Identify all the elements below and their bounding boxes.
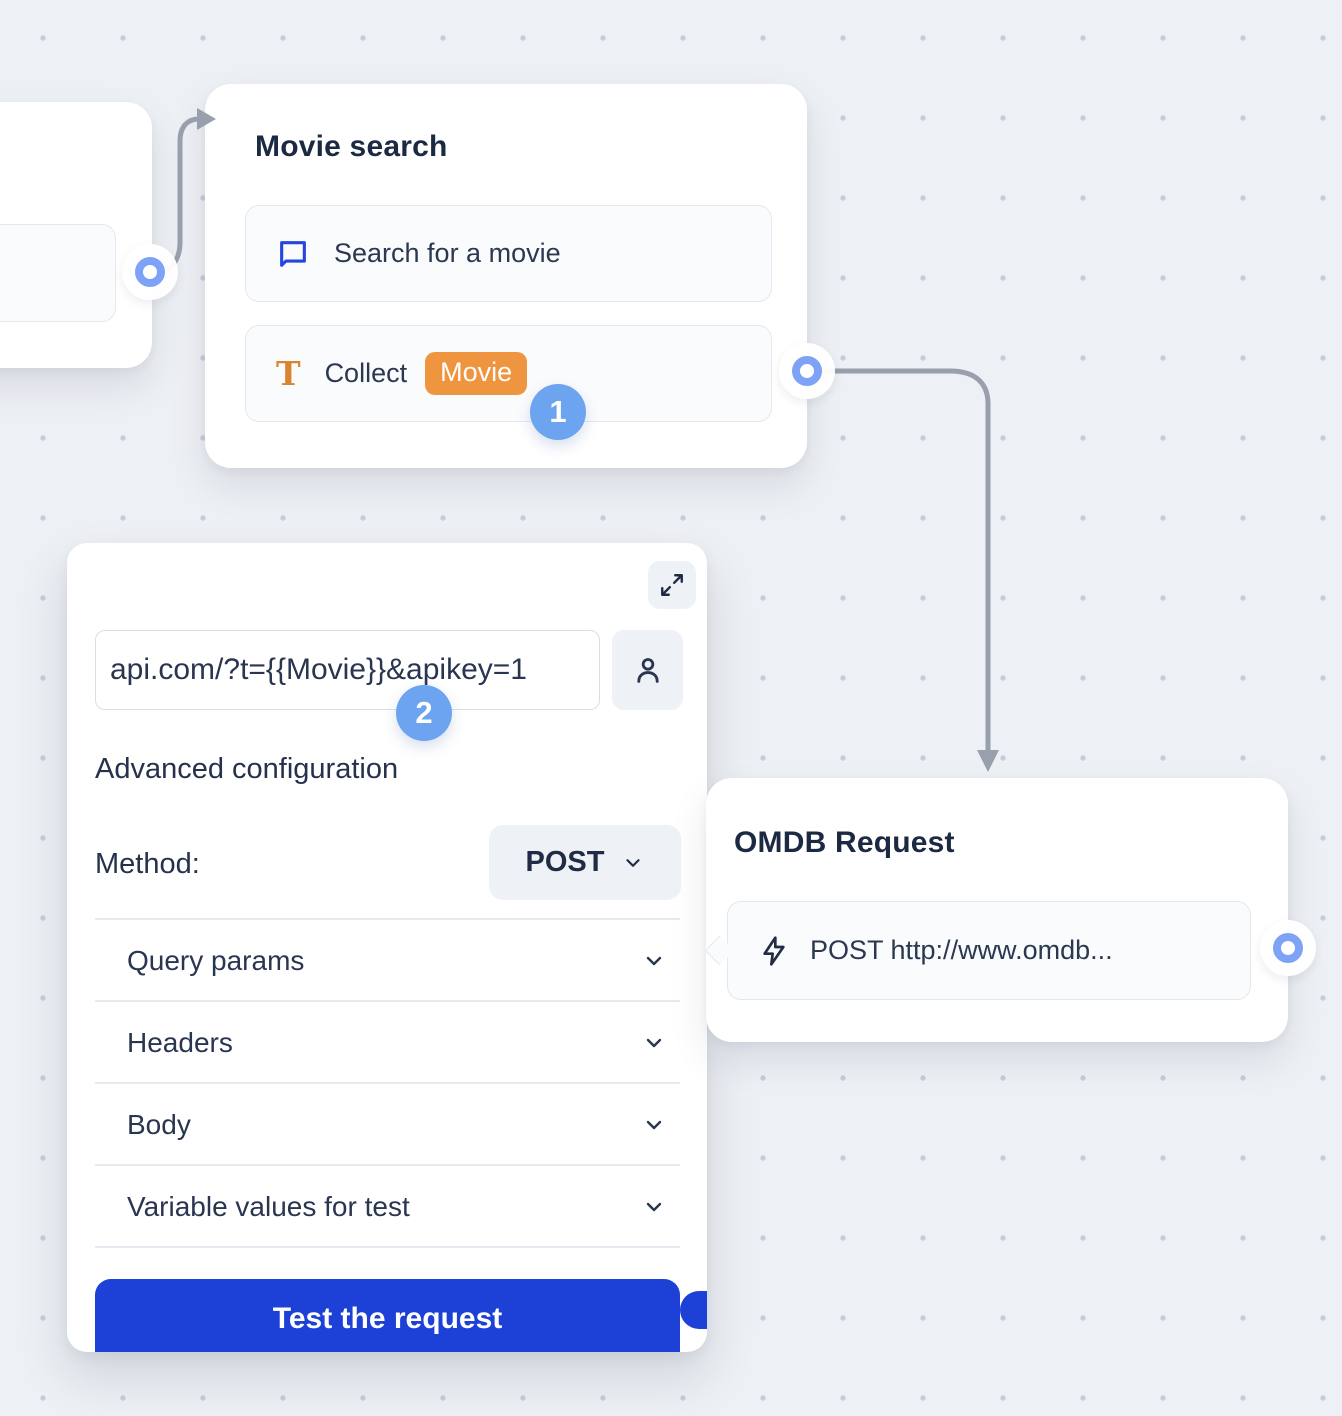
omdb-request-node[interactable]: OMDB Request POST http://www.omdb... xyxy=(706,778,1288,1042)
body-section[interactable]: Body xyxy=(95,1096,680,1154)
collect-label: Collect xyxy=(324,358,408,388)
section-divider xyxy=(95,918,680,920)
text-input-icon: T xyxy=(276,354,301,393)
method-dropdown[interactable]: POST xyxy=(489,825,681,900)
person-icon xyxy=(631,653,665,687)
omdb-post-label: POST http://www.omdb... xyxy=(810,935,1113,965)
omdb-post-item[interactable]: POST http://www.omdb... xyxy=(727,901,1251,1000)
search-for-movie-label: Search for a movie xyxy=(334,238,561,268)
url-input-value: api.com/?t={{Movie}}&apikey=1 xyxy=(110,653,527,686)
advanced-configuration-label: Advanced configuration xyxy=(95,753,399,785)
partial-node-output-port[interactable] xyxy=(122,244,178,300)
chevron-down-icon xyxy=(642,1113,666,1137)
webhook-config-panel[interactable]: api.com/?t={{Movie}}&apikey=1 Advanced c… xyxy=(67,543,707,1352)
omdb-output-port[interactable] xyxy=(1260,920,1316,976)
movie-variable-tag[interactable]: Movie xyxy=(425,352,528,395)
headers-label: Headers xyxy=(127,1027,233,1058)
movie-search-output-port[interactable] xyxy=(779,343,835,399)
movie-search-node[interactable]: Movie search Search for a movie T Collec… xyxy=(205,84,807,468)
method-value: POST xyxy=(525,846,605,878)
partial-node[interactable] xyxy=(0,102,152,368)
headers-section[interactable]: Headers xyxy=(95,1014,680,1072)
expand-panel-button[interactable] xyxy=(648,561,696,609)
test-request-button[interactable]: Test the request xyxy=(95,1279,680,1352)
variable-values-section[interactable]: Variable values for test xyxy=(95,1178,680,1236)
tutorial-badge-1: 1 xyxy=(530,384,586,440)
section-divider xyxy=(95,1246,680,1248)
query-params-section[interactable]: Query params xyxy=(95,932,680,990)
omdb-request-title: OMDB Request xyxy=(734,826,955,859)
variable-values-label: Variable values for test xyxy=(127,1191,410,1222)
chat-bubble-icon xyxy=(276,237,310,271)
section-divider xyxy=(95,1082,680,1084)
chevron-down-icon xyxy=(642,949,666,973)
section-divider xyxy=(95,1000,680,1002)
lightning-icon xyxy=(758,935,790,967)
movie-search-title: Movie search xyxy=(255,130,448,163)
chevron-down-icon xyxy=(642,1031,666,1055)
advanced-configuration-toggle[interactable] xyxy=(680,1291,707,1329)
partial-node-item[interactable] xyxy=(0,224,116,322)
method-label: Method: xyxy=(95,848,200,880)
url-input[interactable]: api.com/?t={{Movie}}&apikey=1 xyxy=(95,630,600,710)
chevron-down-icon xyxy=(642,1195,666,1219)
body-label: Body xyxy=(127,1109,191,1140)
test-request-label: Test the request xyxy=(272,1302,503,1335)
chevron-down-icon xyxy=(622,852,644,874)
tutorial-badge-2: 2 xyxy=(396,685,452,741)
section-divider xyxy=(95,1164,680,1166)
user-variable-button[interactable] xyxy=(612,630,683,710)
collect-movie-item[interactable]: T Collect Movie xyxy=(245,325,772,422)
query-params-label: Query params xyxy=(127,945,305,976)
expand-icon xyxy=(659,572,685,598)
search-for-movie-item[interactable]: Search for a movie xyxy=(245,205,772,302)
